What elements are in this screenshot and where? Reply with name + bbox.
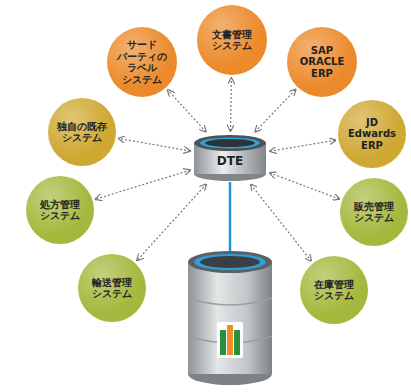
dotted-arrow xyxy=(251,184,311,261)
system-circle: サード パーティの ラベル システム xyxy=(107,27,177,97)
dotted-arrow xyxy=(230,78,232,131)
system-circle: 独自の既存 システム xyxy=(48,98,116,166)
system-circle: 処方管理 システム xyxy=(26,176,94,244)
link-line xyxy=(229,182,232,262)
system-label: 輸送管理 システム xyxy=(83,277,141,300)
system-label: 在庫管理 システム xyxy=(305,279,363,302)
system-circle: 輸送管理 システム xyxy=(78,254,146,322)
node-label: DTE xyxy=(217,155,243,169)
system-label: 独自の既存 システム xyxy=(53,121,111,144)
system-label: JD Edwards ERP xyxy=(343,117,401,152)
system-label: 文書管理 システム xyxy=(202,29,262,52)
dotted-arrow xyxy=(95,170,190,199)
dotted-arrow xyxy=(168,90,206,132)
dotted-arrow xyxy=(255,89,296,131)
server-cylinder xyxy=(188,251,272,385)
dotted-arrow xyxy=(270,173,340,199)
logo xyxy=(217,322,243,358)
system-label: サード パーティの ラベル システム xyxy=(112,39,172,85)
system-label: 販売管理 システム xyxy=(345,201,403,224)
system-circle: 文書管理 システム xyxy=(197,5,267,75)
system-circle: JD Edwards ERP xyxy=(338,100,406,168)
dotted-arrow xyxy=(270,140,336,151)
dotted-arrow xyxy=(137,184,206,260)
system-circle: 販売管理 システム xyxy=(340,178,408,246)
system-circle: SAP ORACLE ERP xyxy=(287,27,357,97)
system-label: SAP ORACLE ERP xyxy=(292,45,352,80)
system-label: 処方管理 システム xyxy=(31,199,89,222)
dte-cylinder: DTE xyxy=(193,134,267,182)
system-circle: 在庫管理 システム xyxy=(300,256,368,324)
dotted-arrow xyxy=(118,138,190,151)
